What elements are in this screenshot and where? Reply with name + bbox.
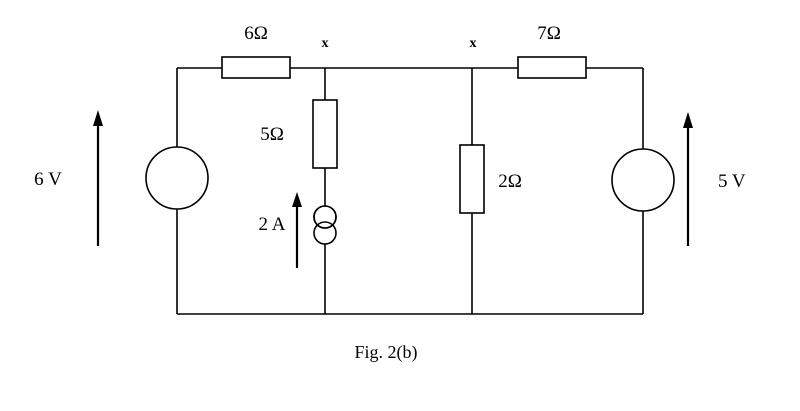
- label-5-ohm: 5Ω: [260, 124, 284, 145]
- label-7-ohm: 7Ω: [537, 23, 561, 44]
- label-6v: 6 V: [34, 169, 62, 190]
- arrow-2a-icon: [292, 192, 302, 268]
- resistor-2-ohm: [459, 144, 485, 214]
- arrow-5v-icon: [683, 112, 693, 246]
- resistor-5-ohm: [312, 99, 338, 169]
- current-source-2a: [313, 205, 337, 245]
- arrow-6v-icon: [93, 110, 103, 246]
- resistor-6-ohm: [221, 56, 291, 79]
- wires: [176, 67, 644, 315]
- node-x-left: x: [322, 36, 329, 51]
- label-2-ohm: 2Ω: [498, 171, 522, 192]
- voltage-source-6v: [145, 146, 209, 210]
- resistor-7-ohm: [517, 56, 587, 79]
- figure-caption: Fig. 2(b): [355, 342, 418, 363]
- label-5v: 5 V: [718, 171, 746, 192]
- label-6-ohm: 6Ω: [244, 23, 268, 44]
- label-2a: 2 A: [259, 214, 286, 235]
- node-x-right: x: [470, 36, 477, 51]
- voltage-source-5v: [611, 148, 675, 212]
